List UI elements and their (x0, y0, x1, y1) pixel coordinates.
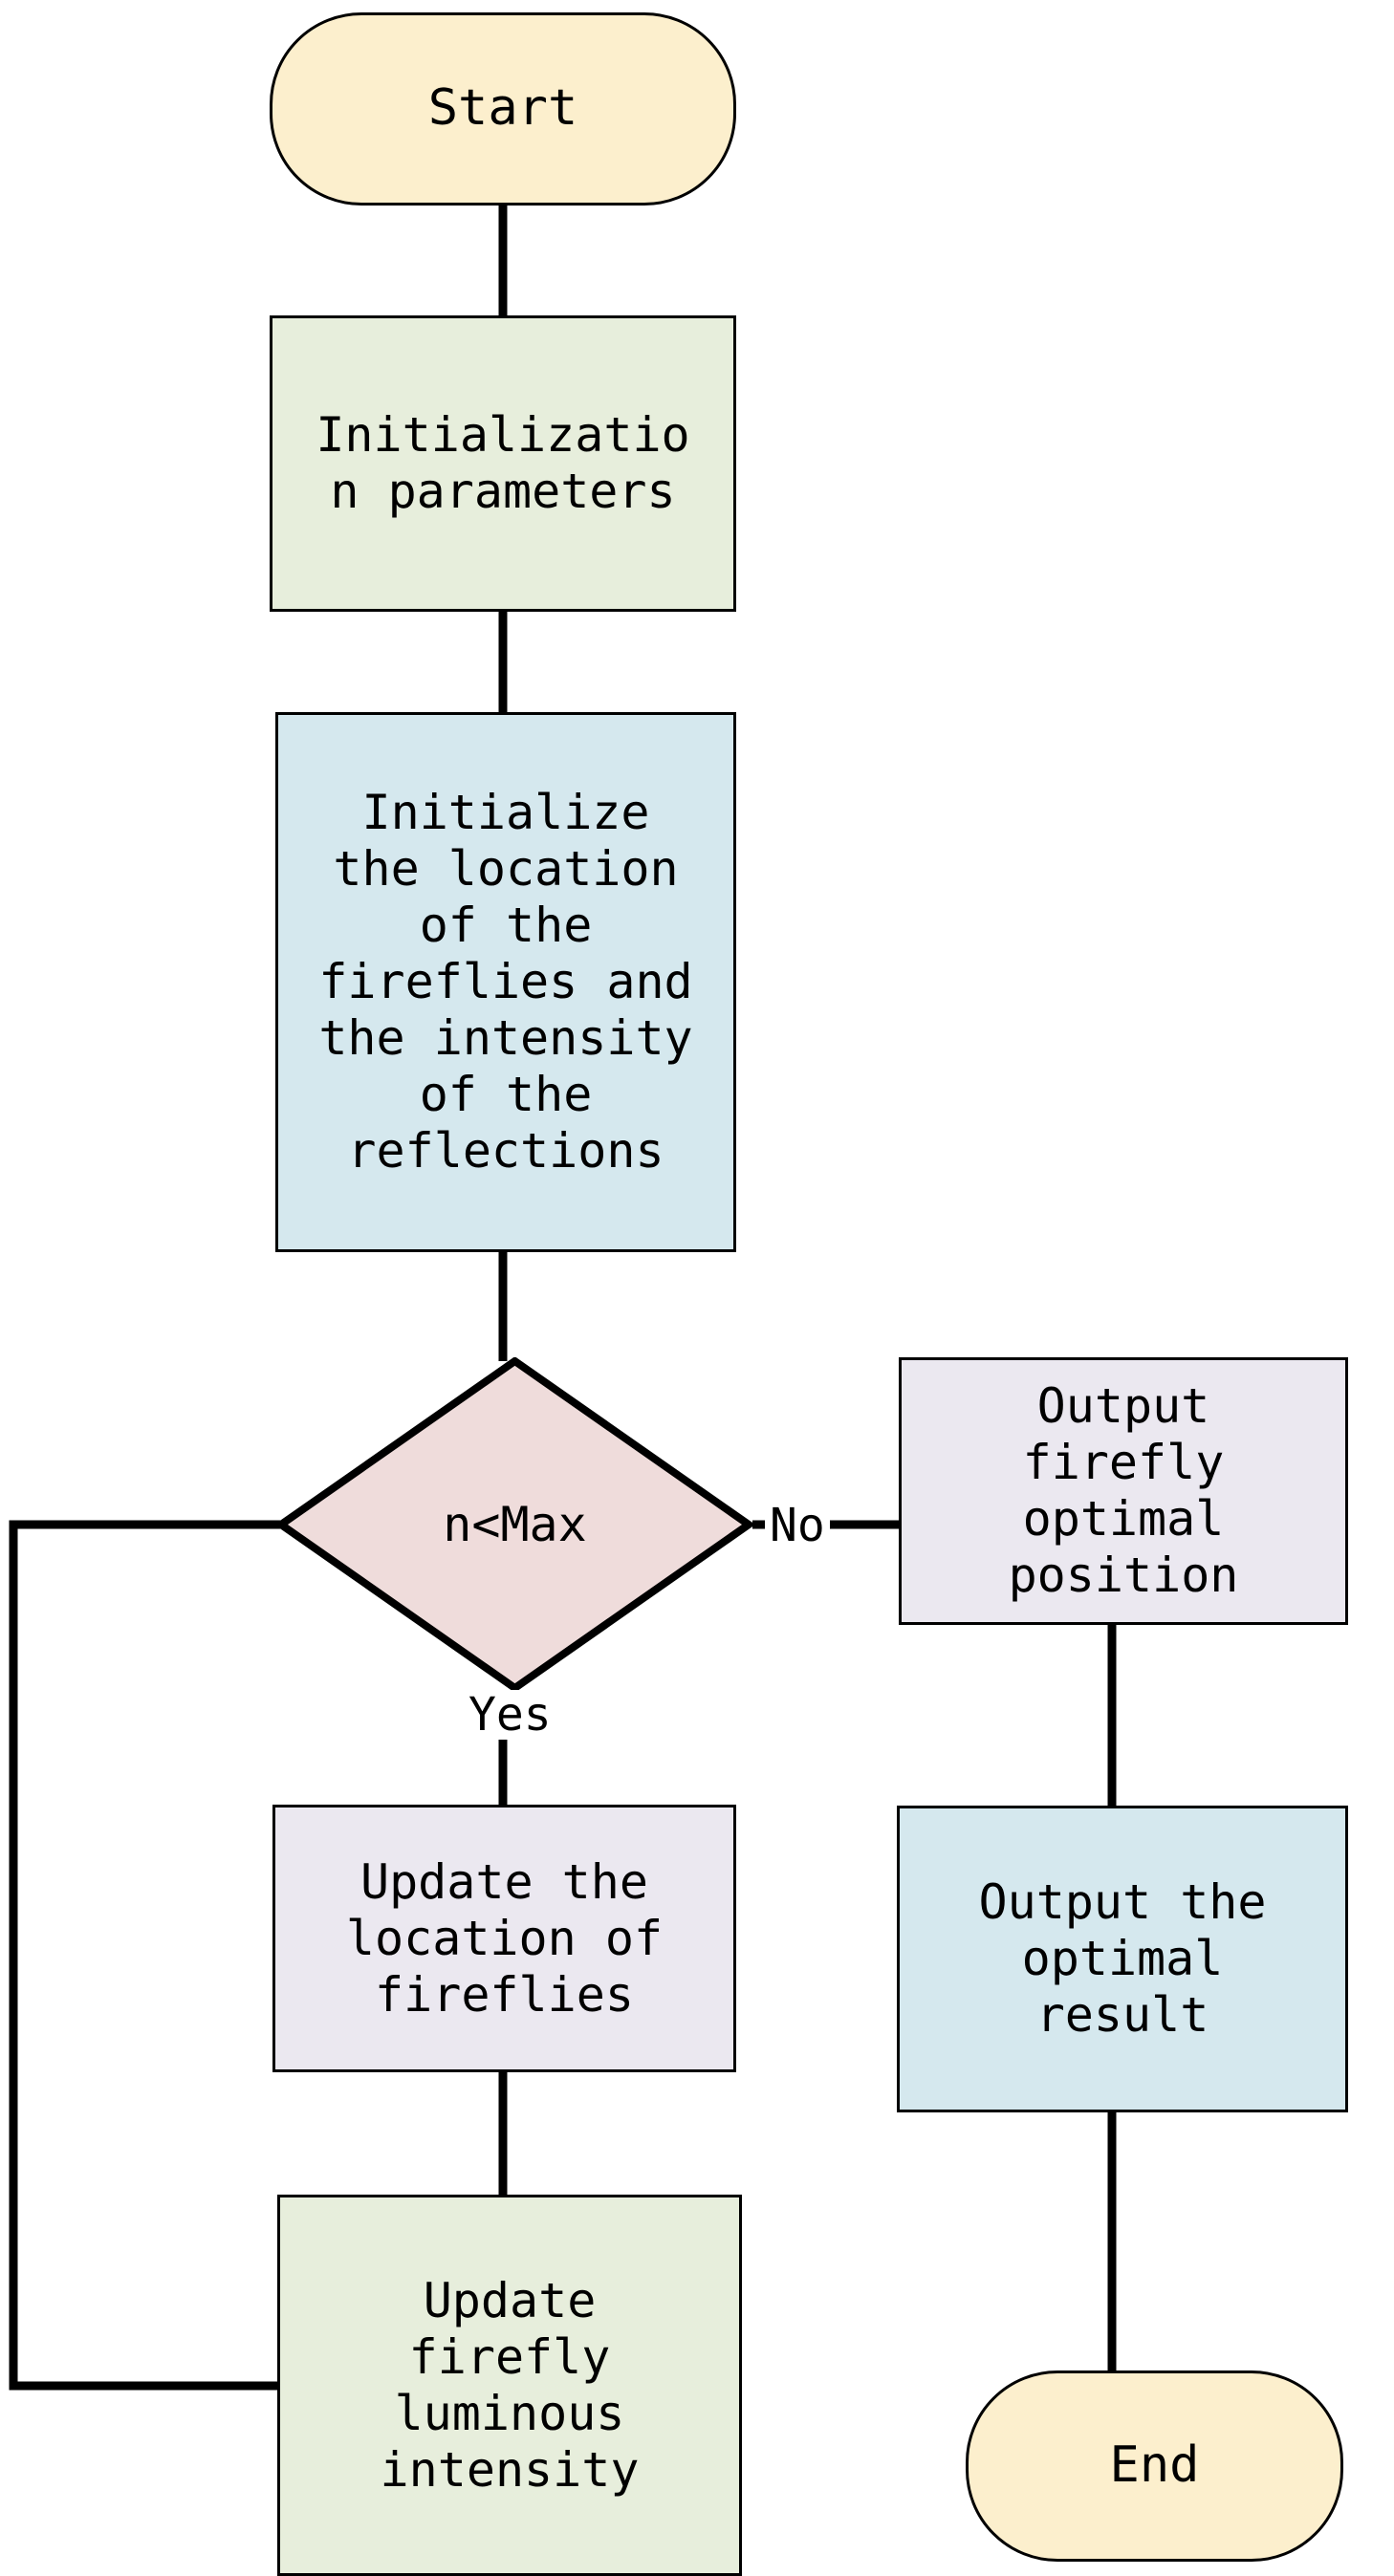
edge-update-int-to-decision-feedback (9, 1520, 280, 2391)
node-decision-n-less-than-max[interactable]: n<Max (277, 1357, 752, 1692)
decision-diamond-shape (277, 1357, 752, 1692)
node-end[interactable]: End (966, 2370, 1343, 2562)
node-output-firefly-optimal-position[interactable]: Output firefly optimal position (899, 1357, 1348, 1625)
node-initialization-parameters[interactable]: Initializatio n parameters (270, 315, 736, 612)
node-start[interactable]: Start (270, 12, 736, 206)
node-output-optimal-result[interactable]: Output the optimal result (897, 1806, 1348, 2112)
node-update-firefly-luminous-intensity[interactable]: Update firefly luminous intensity (277, 2195, 742, 2576)
node-update-location-of-fireflies[interactable]: Update the location of fireflies (272, 1805, 736, 2072)
node-initialize-location-and-intensity[interactable]: Initialize the location of the fireflies… (275, 712, 736, 1252)
edge-label-yes: Yes (464, 1690, 556, 1740)
decision-label: n<Max (443, 1497, 587, 1552)
edge-label-no: No (765, 1501, 830, 1550)
